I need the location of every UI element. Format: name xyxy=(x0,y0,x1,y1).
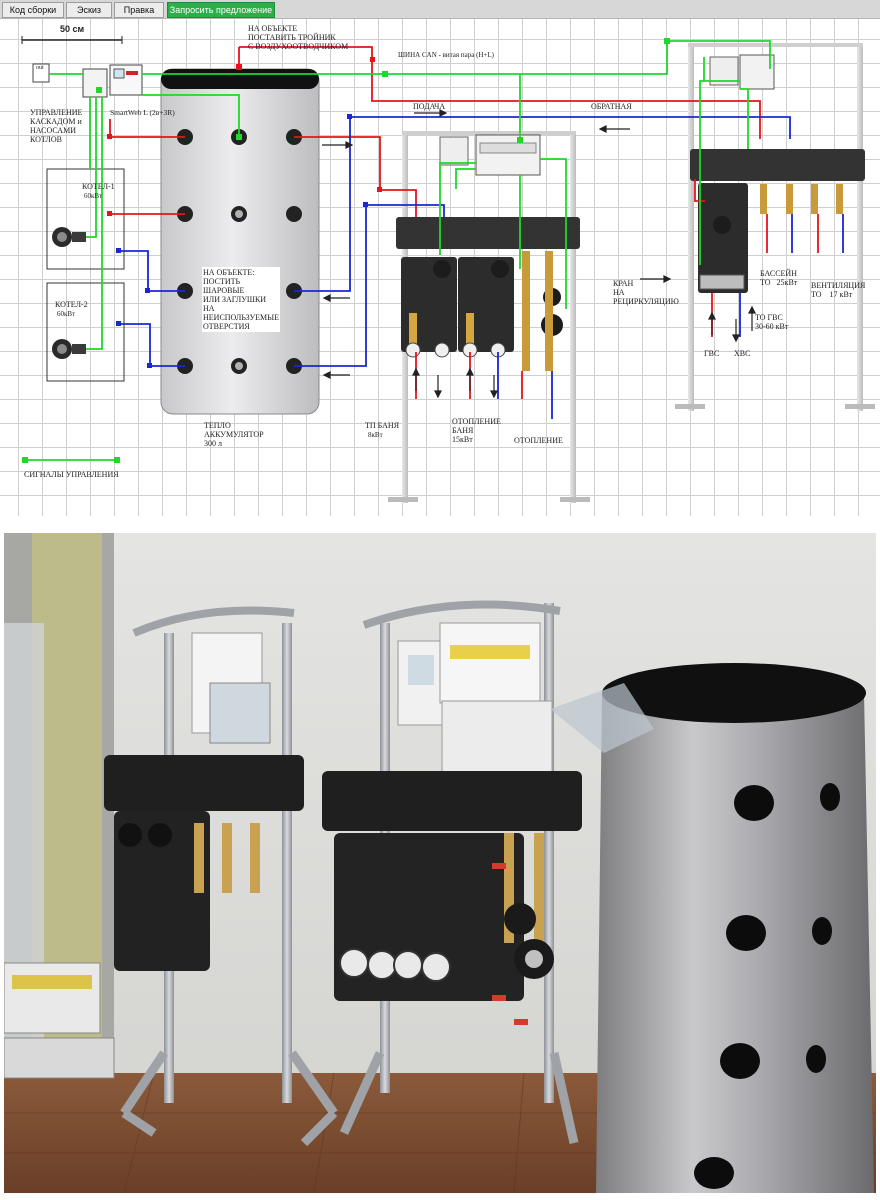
pool-label: БАССЕЙН ТО 25кВт xyxy=(760,269,798,287)
tab-assembly-code[interactable]: Код сборки xyxy=(2,2,64,18)
middle-rack[interactable] xyxy=(388,131,590,503)
supply-label: ПОДАЧА xyxy=(413,102,446,111)
relay-module[interactable] xyxy=(82,68,108,98)
heating-label: ОТОПЛЕНИЕ xyxy=(514,436,563,445)
recirculation-label: КРАН НА РЕЦИРКУЛЯЦИЮ xyxy=(613,279,679,306)
valves-note: НА ОБЪЕКТЕ: ПОСТИТЬ ШАРОВЫЕ ИЛИ ЗАГЛУШКИ… xyxy=(202,267,280,332)
tab-edit[interactable]: Правка xyxy=(114,2,164,18)
right-rack[interactable] xyxy=(675,43,875,411)
controller-label: SmartWeb L (2в+3R) xyxy=(110,108,175,117)
tp-bath-power: 8кВт xyxy=(368,431,383,439)
gvs-label: ГВС xyxy=(704,349,720,358)
tab-request-offer[interactable]: Запросить предложение xyxy=(167,2,275,18)
ventilation-label: ВЕНТИЛЯЦИЯ ТО 17 кВт xyxy=(811,281,866,299)
boiler-2-label: КОТЕЛ-2 xyxy=(55,300,88,309)
out-module[interactable] xyxy=(32,63,50,83)
boiler-2-power: 60кВт xyxy=(57,310,76,318)
signals-legend-label: СИГНАЛЫ УПРАВЛЕНИЯ xyxy=(24,470,119,479)
heat-accumulator-tank[interactable] xyxy=(160,68,320,415)
tab-sketch[interactable]: Эскиз xyxy=(66,2,112,18)
scale-label: 50 см xyxy=(60,24,85,34)
dhw-exchanger-label: ТО ГВС 30-60 кВт xyxy=(755,313,789,331)
tp-bath-label: ТП БАНЯ xyxy=(365,421,400,430)
can-bus-label: ШИНА CAN - витая пара (H+L) xyxy=(398,51,495,59)
schematic-drawing xyxy=(21,36,875,503)
out-label: out xyxy=(36,65,44,71)
tee-note: НА ОБЪЕКТЕ ПОСТАВИТЬ ТРОЙНИК С ВОЗДУХООТ… xyxy=(248,24,349,51)
smartweb-controller[interactable] xyxy=(109,64,143,96)
return-label: ОБРАТНАЯ xyxy=(591,102,632,111)
boiler-2-box[interactable] xyxy=(46,282,125,382)
boiler-1-power: 60кВт xyxy=(84,192,103,200)
signal-lines xyxy=(24,40,771,461)
installation-photo-drawing xyxy=(4,533,876,1193)
hvs-label: ХВС xyxy=(734,349,751,358)
boiler-1-pump-icon xyxy=(52,227,86,247)
boiler-1-box[interactable] xyxy=(46,168,125,270)
boiler-1-label: КОТЕЛ-1 xyxy=(82,182,115,191)
connector-markers xyxy=(22,38,670,463)
flow-arrows xyxy=(322,109,756,399)
boiler-2-pump-icon xyxy=(52,339,86,359)
heating-bath-label: ОТОПЛЕНИЕ БАНЯ 15кВт xyxy=(452,417,501,444)
scale-bar xyxy=(21,36,123,44)
cascade-label: УПРАВЛЕНИЕ КАСКАДОМ и НАСОСАМИ КОТЛОВ xyxy=(30,108,83,144)
toolbar-tabs: Код сборки Эскиз Правка Запросить предло… xyxy=(0,0,880,19)
installation-photo xyxy=(4,533,876,1193)
schematic-canvas[interactable]: 50 см out НА ОБЪЕКТЕ ПОСТАВИТЬ ТРОЙНИК С… xyxy=(0,19,880,516)
accumulator-label: ТЕПЛО АККУМУЛЯТОР 300 л xyxy=(204,421,264,448)
